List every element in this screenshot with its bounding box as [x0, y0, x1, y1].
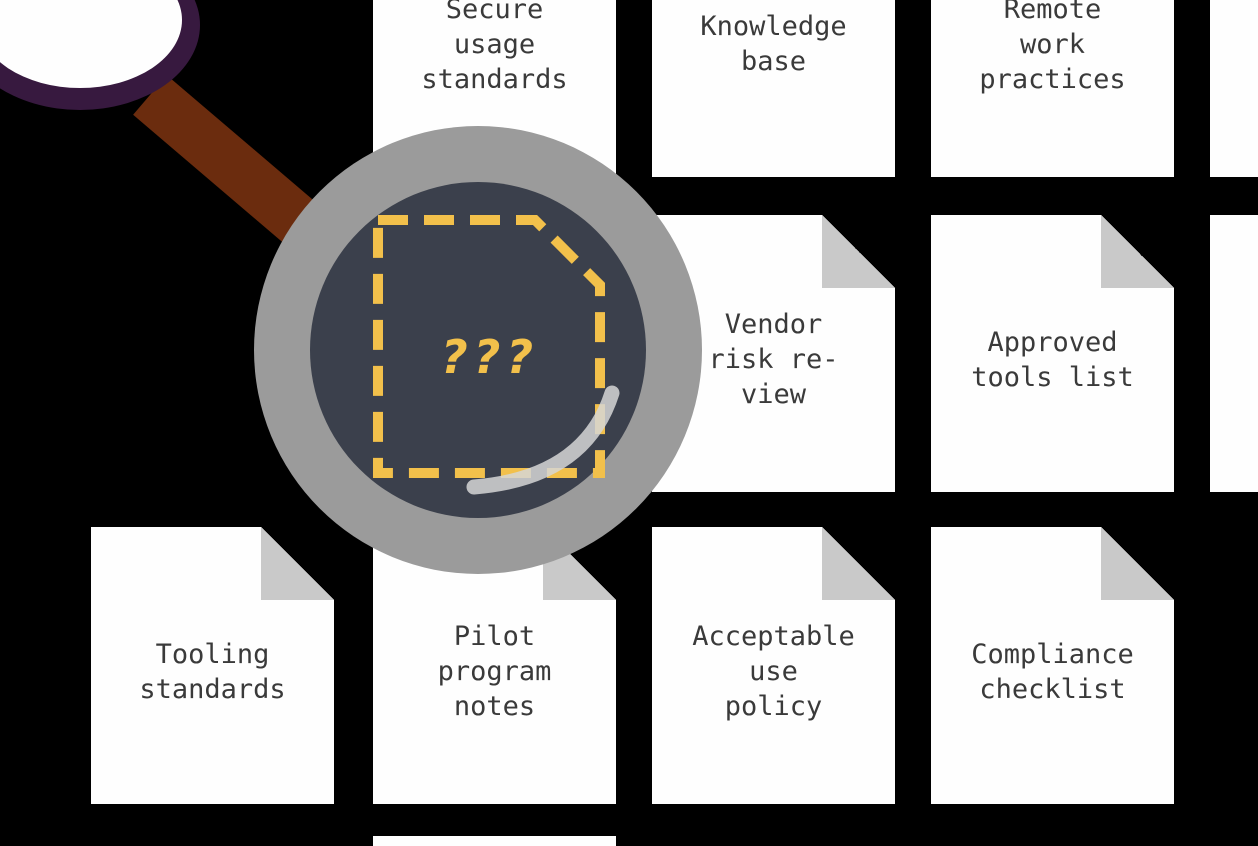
document-label: Tooling standards — [139, 638, 286, 705]
lens-glass — [310, 182, 646, 518]
document-card: Knowledge base — [652, 0, 895, 177]
document-label: Secure usage standards — [421, 0, 568, 95]
document-label: Pilot program notes — [437, 621, 552, 722]
page-fold — [1101, 527, 1174, 600]
document-label: Vendor risk re- view — [708, 309, 839, 410]
page-fold — [822, 215, 895, 288]
background-magnifier — [0, 0, 337, 260]
unknown-marker: ??? — [441, 330, 539, 384]
page-fold — [1101, 215, 1174, 288]
document-card: Remote work practices — [931, 0, 1174, 177]
document-label: Compliance checklist — [971, 638, 1134, 705]
document-label: Acceptable use policy — [692, 621, 855, 722]
document-card — [1210, 0, 1258, 177]
document-card: Approved tools list — [931, 215, 1174, 492]
main-magnifier: ??? — [254, 126, 702, 574]
document-card: Pilot program notes — [373, 527, 616, 804]
document-label: Knowledge base — [700, 11, 847, 77]
page-fold — [822, 527, 895, 600]
document-card: Acceptable use policy — [652, 527, 895, 804]
document-card: Compliance checklist — [931, 527, 1174, 804]
lens-glass — [0, 0, 182, 88]
document-label: Remote work practices — [979, 0, 1126, 95]
page-fold — [261, 527, 334, 600]
document-label: Approved tools list — [971, 326, 1134, 393]
document-card — [1210, 215, 1258, 492]
lens-glare — [466, 385, 620, 495]
document-card: Tooling standards — [91, 527, 334, 804]
dashed-document-icon — [373, 215, 605, 478]
handle — [133, 75, 337, 260]
